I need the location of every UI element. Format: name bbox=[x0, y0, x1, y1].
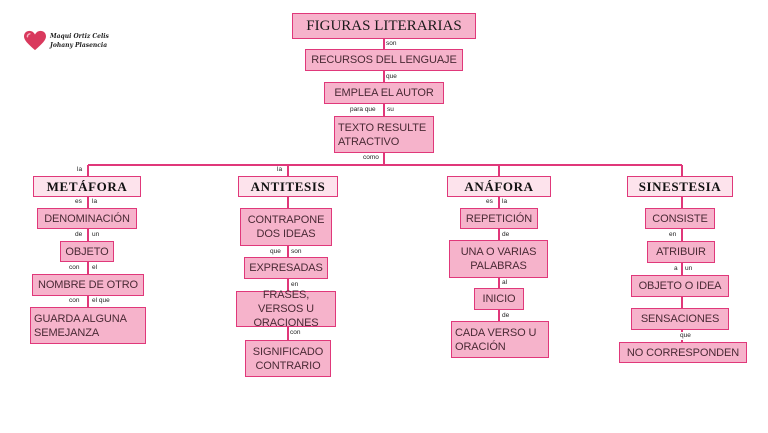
sinestesia-node-atribuir: ATRIBUIR bbox=[647, 241, 715, 263]
antitesis-connector-en: en bbox=[290, 281, 300, 289]
node-recursos: RECURSOS DEL LENGUAJE bbox=[305, 49, 463, 71]
anafora-node-inicio: INICIO bbox=[474, 288, 524, 310]
metafora-connector-el-que: el que bbox=[91, 297, 111, 305]
metafora-node-objeto: OBJETO bbox=[60, 241, 114, 262]
metafora-node-denominacion: DENOMINACIÓN bbox=[37, 208, 137, 229]
metafora-connector-la: la bbox=[76, 166, 84, 174]
metafora-connector-con: con bbox=[68, 264, 81, 272]
connector-su: su bbox=[386, 106, 395, 114]
sinestesia-node-consiste: CONSISTE bbox=[645, 208, 715, 229]
sinestesia-node-sensaciones: SENSACIONES bbox=[631, 308, 729, 330]
heading-antitesis: ANTITESIS bbox=[238, 176, 338, 197]
heart-logo-icon bbox=[24, 30, 46, 51]
anafora-connector-al: al bbox=[501, 279, 509, 287]
metafora-connector-el: el bbox=[91, 264, 99, 272]
sinestesia-connector-a: a bbox=[673, 265, 679, 273]
anafora-node-repeticion: REPETICIÓN bbox=[460, 208, 538, 229]
connector-que: que bbox=[385, 73, 398, 81]
author-name-2: Johany Plasencia bbox=[50, 42, 108, 49]
metafora-node-semejanza: GUARDA ALGUNA SEMEJANZA bbox=[30, 307, 146, 344]
antitesis-node-contrapone: CONTRAPONE DOS IDEAS bbox=[240, 208, 332, 246]
author-name-1: Maqui Ortiz Celis bbox=[50, 33, 109, 40]
sinestesia-connector-en: en bbox=[668, 231, 678, 239]
connector-para-que: para que bbox=[349, 106, 377, 114]
connector-son: son bbox=[385, 40, 398, 48]
sinestesia-node-objeto-o-idea: OBJETO O IDEA bbox=[631, 275, 729, 297]
metafora-node-nombre-de-otro: NOMBRE DE OTRO bbox=[32, 274, 144, 296]
anafora-node-palabras: UNA O VARIAS PALABRAS bbox=[449, 240, 548, 278]
anafora-connector-de: de bbox=[501, 231, 511, 239]
anafora-connector-de-2: de bbox=[501, 312, 511, 320]
main-title: FIGURAS LITERARIAS bbox=[292, 13, 476, 39]
antitesis-node-frases: FRASES, VERSOS U ORACIONES bbox=[236, 289, 336, 329]
heading-sinestesia: SINESTESIA bbox=[627, 176, 733, 197]
sinestesia-connector-que: que bbox=[679, 332, 692, 340]
sinestesia-connector-un: un bbox=[684, 265, 694, 273]
sinestesia-node-no-corresponden: NO CORRESPONDEN bbox=[619, 342, 747, 363]
node-emplea: EMPLEA EL AUTOR bbox=[324, 82, 444, 104]
antitesis-node-significado: SIGNIFICADO CONTRARIO bbox=[245, 340, 331, 377]
anafora-connector-es: es bbox=[485, 198, 494, 206]
metafora-connector-la-2: la bbox=[91, 198, 99, 206]
connector-como: como bbox=[362, 154, 380, 162]
antitesis-connector-con: con bbox=[289, 329, 302, 337]
node-texto: TEXTO RESULTE ATRACTIVO bbox=[334, 116, 434, 153]
heading-metafora: METÁFORA bbox=[33, 176, 141, 197]
metafora-connector-con-2: con bbox=[68, 297, 81, 305]
antitesis-node-expresadas: EXPRESADAS bbox=[244, 257, 328, 279]
metafora-connector-es: es bbox=[74, 198, 83, 206]
antitesis-connector-que: que bbox=[269, 248, 282, 256]
heading-anafora: ANÁFORA bbox=[447, 176, 551, 197]
anafora-node-cada-verso: CADA VERSO U ORACIÓN bbox=[451, 321, 549, 358]
metafora-connector-de: de bbox=[74, 231, 84, 239]
antitesis-connector-son: son bbox=[290, 248, 303, 256]
anafora-connector-la: la bbox=[501, 198, 509, 206]
metafora-connector-un: un bbox=[91, 231, 101, 239]
antitesis-connector-la: la bbox=[276, 166, 284, 174]
